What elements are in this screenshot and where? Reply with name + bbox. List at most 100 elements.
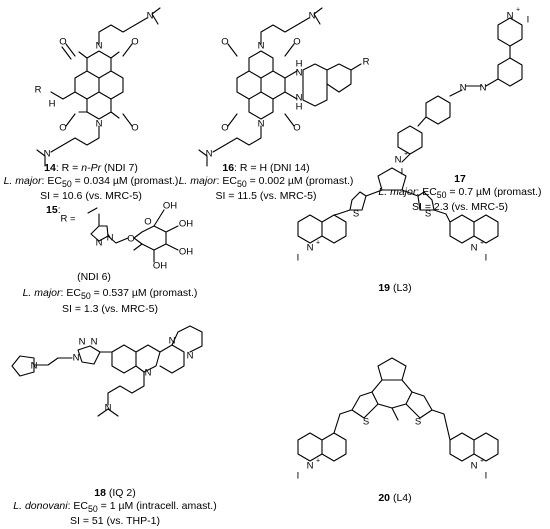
atom-n-17c: N [460,83,467,94]
atom-o-16a: O [221,37,228,48]
sub-17: 50 [436,189,447,200]
atom-o-14b: O [131,37,138,48]
assay-value-17: = 0.7 µM (promast.) [446,185,542,198]
atom-oh-15c: OH [179,247,193,258]
atom-o-14a: O [59,37,66,48]
sub-14: 50 [61,178,72,189]
charge-17d: + [404,151,408,158]
code-20: (L4) [392,492,412,504]
atom-oh-15b: OH [179,219,193,230]
structure-14: R H N N N N O O O O [35,7,161,167]
atom-o-15a: O [127,234,134,245]
atom-n-15b: N [107,233,114,244]
compound-number-16: 16 [222,162,235,174]
atom-o-16c: O [221,123,228,134]
assay-prefix-18: : EC [67,499,88,512]
caption-14: 14: R = n-Pr (NDI 7) L. major: EC50 = 0.… [0,162,182,203]
atom-n-18g: N [187,351,194,362]
si-14: SI = 10.6 (vs. MRC-5) [40,190,142,203]
atom-o-16b: O [293,37,300,48]
organism-17: L. major [378,185,417,198]
atom-n-20b: N [471,461,478,472]
organism-15: L. major [22,287,61,299]
caption-16: 16: R = H (DNI 14) L. major: EC50 = 0.00… [176,162,356,203]
structure-19: S S N + N + I I [297,167,499,264]
atom-n-20a: N [307,461,314,472]
atom-n-17d: N [395,155,402,166]
assay-value-15: = 0.537 µM (promast.) [90,287,198,299]
code-19: (L3) [392,282,412,294]
r-label-16: R = H [239,162,268,174]
caption-20: 20 (L4) [360,492,430,505]
assay-value-14: = 0.034 µM (promast.) [71,174,179,187]
assay-prefix-14: : EC [41,174,62,187]
atom-n-14b: N [96,119,103,130]
atom-o-15b: O [144,217,151,228]
caption-18: 18 (IQ 2) L. donovani: EC50 = 1 µM (intr… [0,487,230,528]
iodide-19a: I [297,253,300,264]
caption-15: L. major: EC50 = 0.537 µM (promast.) SI … [10,287,210,315]
compound-number-17: 17 [454,173,466,185]
atom-n-18c: N [79,337,86,348]
iodide-20b: I [485,471,488,482]
charge-17a: + [516,7,520,14]
structure-15: R = N N O O OH OH OH OH [60,201,193,272]
atom-n-18b: N [73,353,80,364]
atom-h-16b: H [296,102,303,113]
charge-19a: + [316,240,320,247]
atom-n-14d: N [44,149,51,160]
si-15: SI = 1.3 (vs. MRC-5) [62,302,158,315]
si-16: SI = 11.5 (vs. MRC-5) [215,190,317,203]
charge-20a: + [316,458,320,465]
atom-n-17b: N [480,83,487,94]
atom-o-14c: O [59,123,66,134]
atom-r-14: R [35,85,42,96]
atom-n-16f: N [206,149,213,160]
compound-number-20: 20 [378,492,391,504]
atom-s-19b: S [425,209,431,220]
caption-19: 19 (L3) [360,282,430,295]
organism-16: L. major [178,174,217,187]
structure-18: N N N N N N N N [11,325,203,417]
atom-n-17a: N [507,11,514,22]
assay-value-18: = 1 µM (intracell. amast.) [97,499,217,512]
code-14: (NDI 7) [104,162,138,174]
atom-n-18e: N [145,368,152,379]
compound-number-18: 18 [94,487,106,499]
code-15: (NDI 6) [77,271,111,283]
iodide-17b: I [401,167,404,178]
sub-18: 50 [88,503,98,514]
caption-15-code: (NDI 6) [64,271,124,284]
atom-h-14: H [49,99,56,110]
atom-n-19b: N [471,243,478,254]
si-18: SI = 51 (vs. THP-1) [70,515,160,528]
atom-s-19a: S [353,209,359,220]
organism-14: L. major [3,174,42,187]
si-17: SI = 2.3 (vs. MRC-5) [412,201,508,214]
atom-s-20b: S [415,417,421,428]
sub-16: 50 [236,178,247,189]
atom-oh-15a: OH [163,201,177,212]
iodide-19b: I [485,253,488,264]
assay-prefix-16: : EC [216,174,237,187]
r-group-15: R = [60,214,76,225]
iodide-20a: I [297,471,300,482]
code-16: (DNI 14) [269,162,310,174]
atom-r-16: R [363,57,370,68]
atom-n-18a: N [31,361,38,372]
atom-n-18f: N [169,336,176,347]
organism-18: L. donovani [13,499,68,512]
compound-number-14: 14 [44,162,56,174]
code-18: (IQ 2) [108,487,136,499]
r-label-14: R = [61,162,82,174]
charge-20b: + [480,458,484,465]
atom-n-16a: N [296,68,303,79]
atom-h-16a: H [296,59,303,70]
atom-n-16b: N [296,93,303,104]
compound-number-15: 15 [46,204,58,216]
compound-number-19: 19 [378,282,391,294]
assay-value-16: = 0.002 µM (promast.) [246,174,354,187]
atom-o-14d: O [131,123,138,134]
atom-s-20a: S [363,417,369,428]
